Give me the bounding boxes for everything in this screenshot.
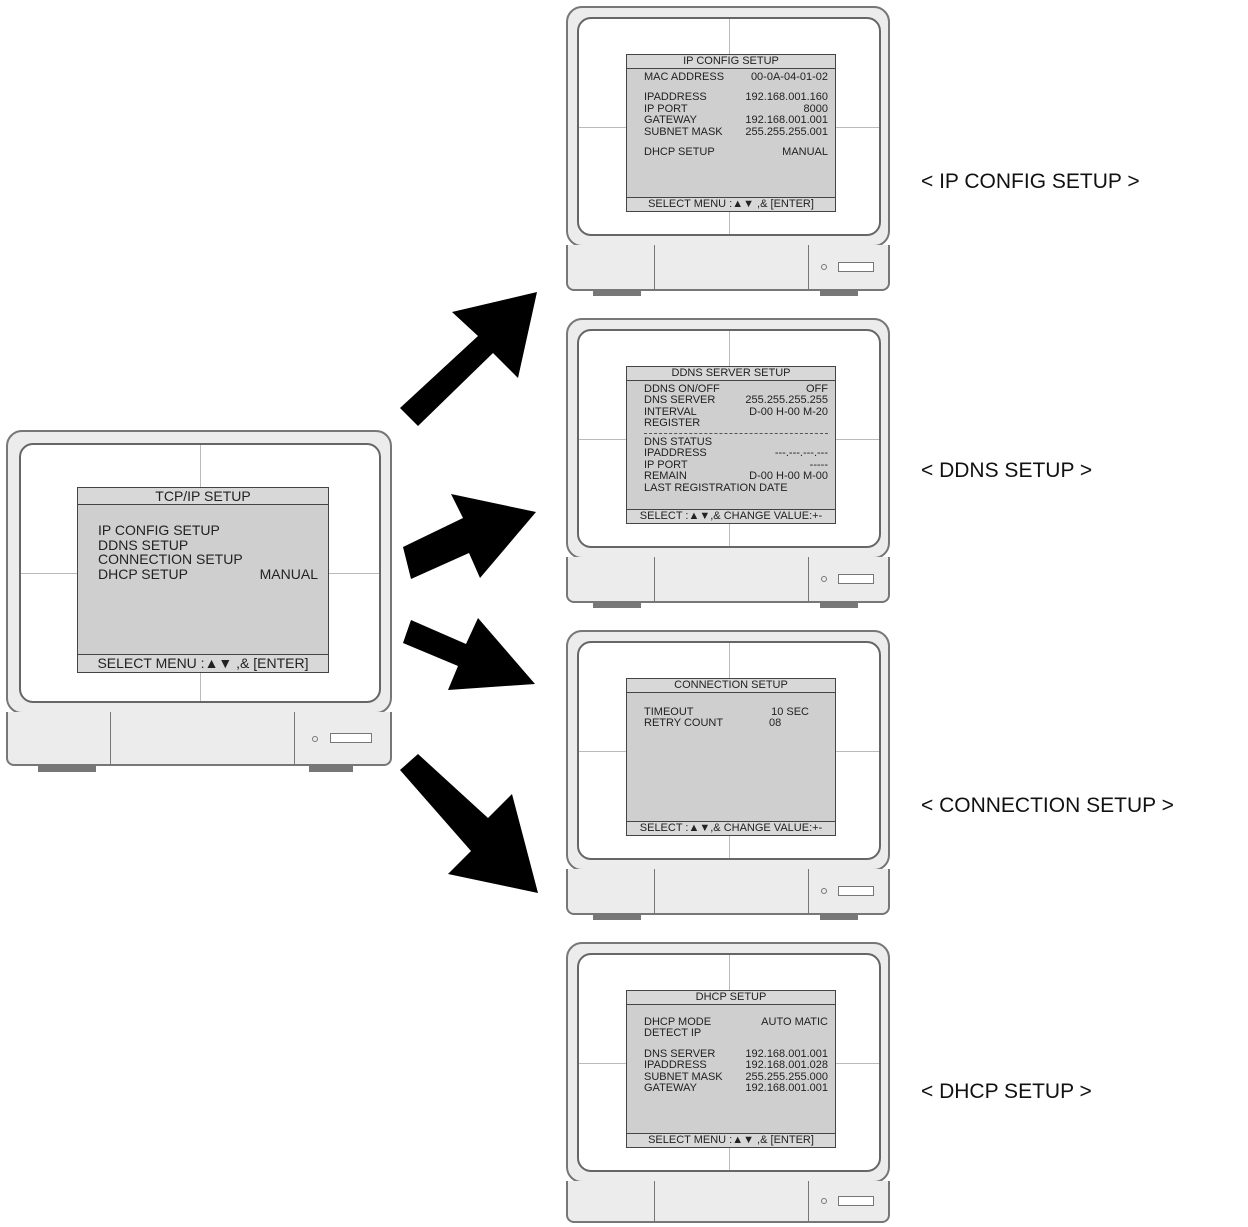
arrow-to-connection: [403, 618, 535, 690]
last-registration-row: LAST REGISTRATION DATE: [644, 482, 788, 495]
register-row[interactable]: REGISTER: [644, 417, 701, 430]
menu-footer: SELECT MENU :▲▼ ,& [ENTER]: [78, 654, 328, 672]
dns-status-row: DNS STATUS: [644, 435, 713, 448]
detect-ip-row[interactable]: DETECT IP: [644, 1027, 702, 1040]
panel-footer: SELECT MENU :▲▼ ,& [ENTER]: [627, 1132, 835, 1147]
caption-ddns: < DDNS SETUP >: [921, 459, 1093, 482]
menu-item-ip-config[interactable]: IP CONFIG SETUP: [98, 522, 220, 539]
panel-title: CONNECTION SETUP: [627, 679, 835, 693]
tcpip-setup-menu: TCP/IP SETUP IP CONFIG SETUP DDNS SETUP …: [77, 487, 329, 673]
arrow-to-ddns: [403, 494, 536, 579]
panel-footer: SELECT MENU :▲▼ ,& [ENTER]: [627, 196, 835, 211]
panel-title: DDNS SERVER SETUP: [627, 367, 835, 381]
caption-ip-config: < IP CONFIG SETUP >: [921, 170, 1140, 193]
caption-connection: < CONNECTION SETUP >: [921, 794, 1174, 817]
panel-footer: SELECT :▲▼,& CHANGE VALUE:+-: [627, 820, 835, 835]
panel-title: IP CONFIG SETUP: [627, 55, 835, 69]
divider: [644, 432, 828, 434]
main-monitor: TCP/IP SETUP IP CONFIG SETUP DDNS SETUP …: [6, 430, 392, 776]
menu-item-ddns[interactable]: DDNS SETUP: [98, 536, 189, 553]
status-port-row: IP PORT-----: [644, 458, 828, 471]
menu-item-connection[interactable]: CONNECTION SETUP: [98, 551, 243, 568]
arrow-to-dhcp: [400, 754, 538, 893]
panel-footer: SELECT :▲▼,& CHANGE VALUE:+-: [627, 508, 835, 523]
caption-dhcp: < DHCP SETUP >: [921, 1080, 1092, 1103]
panel-title: DHCP SETUP: [627, 991, 835, 1005]
status-ip-row: IPADDRESS---.---.---.---: [644, 447, 828, 460]
arrow-to-ip-config: [400, 292, 537, 426]
dhcp-value: MANUAL: [259, 566, 318, 583]
menu-title: TCP/IP SETUP: [78, 488, 328, 506]
menu-item-dhcp[interactable]: DHCP SETUP MANUAL: [98, 566, 318, 583]
